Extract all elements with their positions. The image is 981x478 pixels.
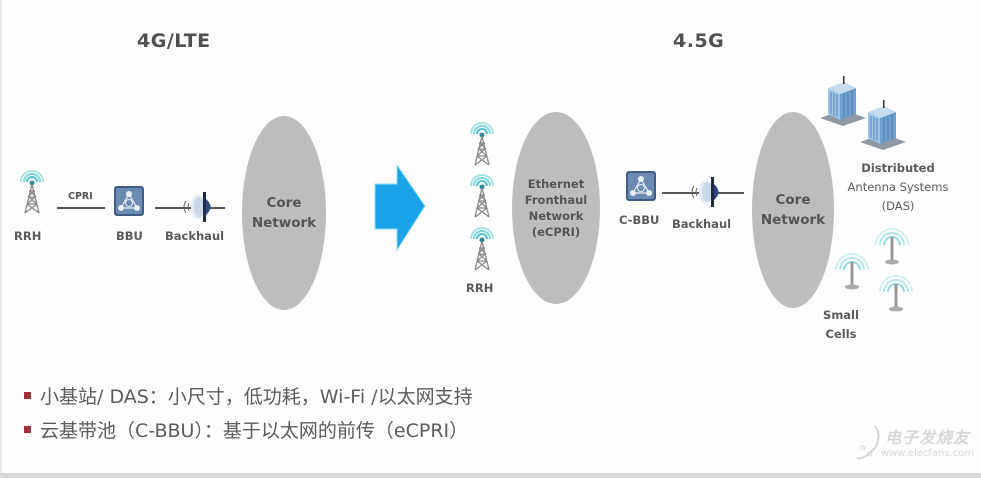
watermark: 电子发烧友 www.elecfans.com bbox=[855, 420, 975, 470]
title-4-5g: 4.5G bbox=[673, 30, 725, 52]
backhaul-label-4-5g: Backhaul bbox=[672, 217, 732, 231]
das-line1: Distributed bbox=[861, 161, 935, 175]
bottom-border bbox=[0, 473, 981, 478]
core-network-line1-4-5g: Core bbox=[775, 192, 811, 208]
backhaul-dish-icon bbox=[178, 190, 218, 224]
core-network-line2: Network bbox=[251, 215, 317, 231]
bullet-text-c-bbu: 云基带池（C-BBU）：基于以太网的前传（eCPRI） bbox=[40, 419, 469, 442]
right-arrow-icon bbox=[374, 163, 426, 252]
bullet-text-small-cells: 小基站/ DAS：小尺寸，低功耗，Wi-Fi /以太网支持 bbox=[40, 385, 473, 408]
bullet-marker-icon bbox=[24, 391, 31, 399]
cpri-link-line bbox=[57, 207, 105, 209]
core-network-ellipse-4-5g: Core Network bbox=[752, 112, 834, 308]
backhaul-label: Backhaul bbox=[165, 229, 225, 243]
rrh-label: RRH bbox=[14, 229, 42, 243]
watermark-url: www.elecfans.com bbox=[881, 448, 975, 459]
fronthaul-line2: Fronthaul bbox=[524, 193, 588, 207]
small-cells-line2: Cells bbox=[825, 327, 857, 341]
das-line2: Antenna Systems bbox=[847, 180, 949, 194]
rrh-tower-icon bbox=[17, 170, 47, 214]
small-cells-label: Small Cells bbox=[818, 306, 864, 344]
small-cell-icon-1 bbox=[872, 223, 912, 267]
rrh-tower-icon-1 bbox=[467, 122, 497, 166]
das-label: Distributed Antenna Systems (DAS) bbox=[843, 159, 953, 216]
rrh-label-4-5g: RRH bbox=[466, 281, 494, 295]
fronthaul-line1: Ethernet bbox=[527, 177, 585, 191]
bbu-label: BBU bbox=[116, 229, 143, 243]
core-network-ellipse-4g: Core Network bbox=[242, 116, 326, 310]
bullet-list: 小基站/ DAS：小尺寸，低功耗，Wi-Fi /以太网支持 云基带池（C-BBU… bbox=[24, 378, 473, 446]
rrh-tower-icon-2 bbox=[467, 174, 497, 218]
watermark-logo-icon bbox=[856, 425, 880, 460]
backhaul-dish-icon-4-5g bbox=[686, 175, 726, 209]
rrh-tower-icon-3 bbox=[467, 227, 497, 271]
ethernet-fronthaul-ellipse: Ethernet Fronthaul Network (eCPRI) bbox=[512, 112, 600, 304]
building-icon-2 bbox=[858, 100, 908, 152]
cpri-label: CPRI bbox=[68, 191, 93, 202]
backhaul-link-line bbox=[155, 207, 225, 209]
bullet-marker-icon bbox=[24, 425, 31, 433]
bullet-item: 小基站/ DAS：小尺寸，低功耗，Wi-Fi /以太网支持 bbox=[24, 378, 473, 412]
small-cells-line1: Small bbox=[823, 308, 859, 322]
watermark-brand: 电子发烧友 bbox=[885, 428, 971, 447]
fronthaul-line3: Network bbox=[528, 209, 584, 223]
left-border bbox=[0, 0, 2, 478]
small-cell-icon-2 bbox=[832, 248, 872, 292]
title-4g-lte: 4G/LTE bbox=[137, 30, 211, 52]
core-network-line2-4-5g: Network bbox=[760, 212, 826, 228]
c-bbu-icon bbox=[624, 169, 658, 203]
bullet-item: 云基带池（C-BBU）：基于以太网的前传（eCPRI） bbox=[24, 412, 473, 446]
core-network-line1: Core bbox=[266, 195, 302, 211]
das-line3: (DAS) bbox=[881, 199, 915, 213]
fronthaul-line4: (eCPRI) bbox=[531, 225, 581, 239]
bbu-icon bbox=[112, 184, 146, 218]
small-cell-icon-3 bbox=[876, 270, 916, 314]
c-bbu-label: C-BBU bbox=[619, 213, 660, 227]
